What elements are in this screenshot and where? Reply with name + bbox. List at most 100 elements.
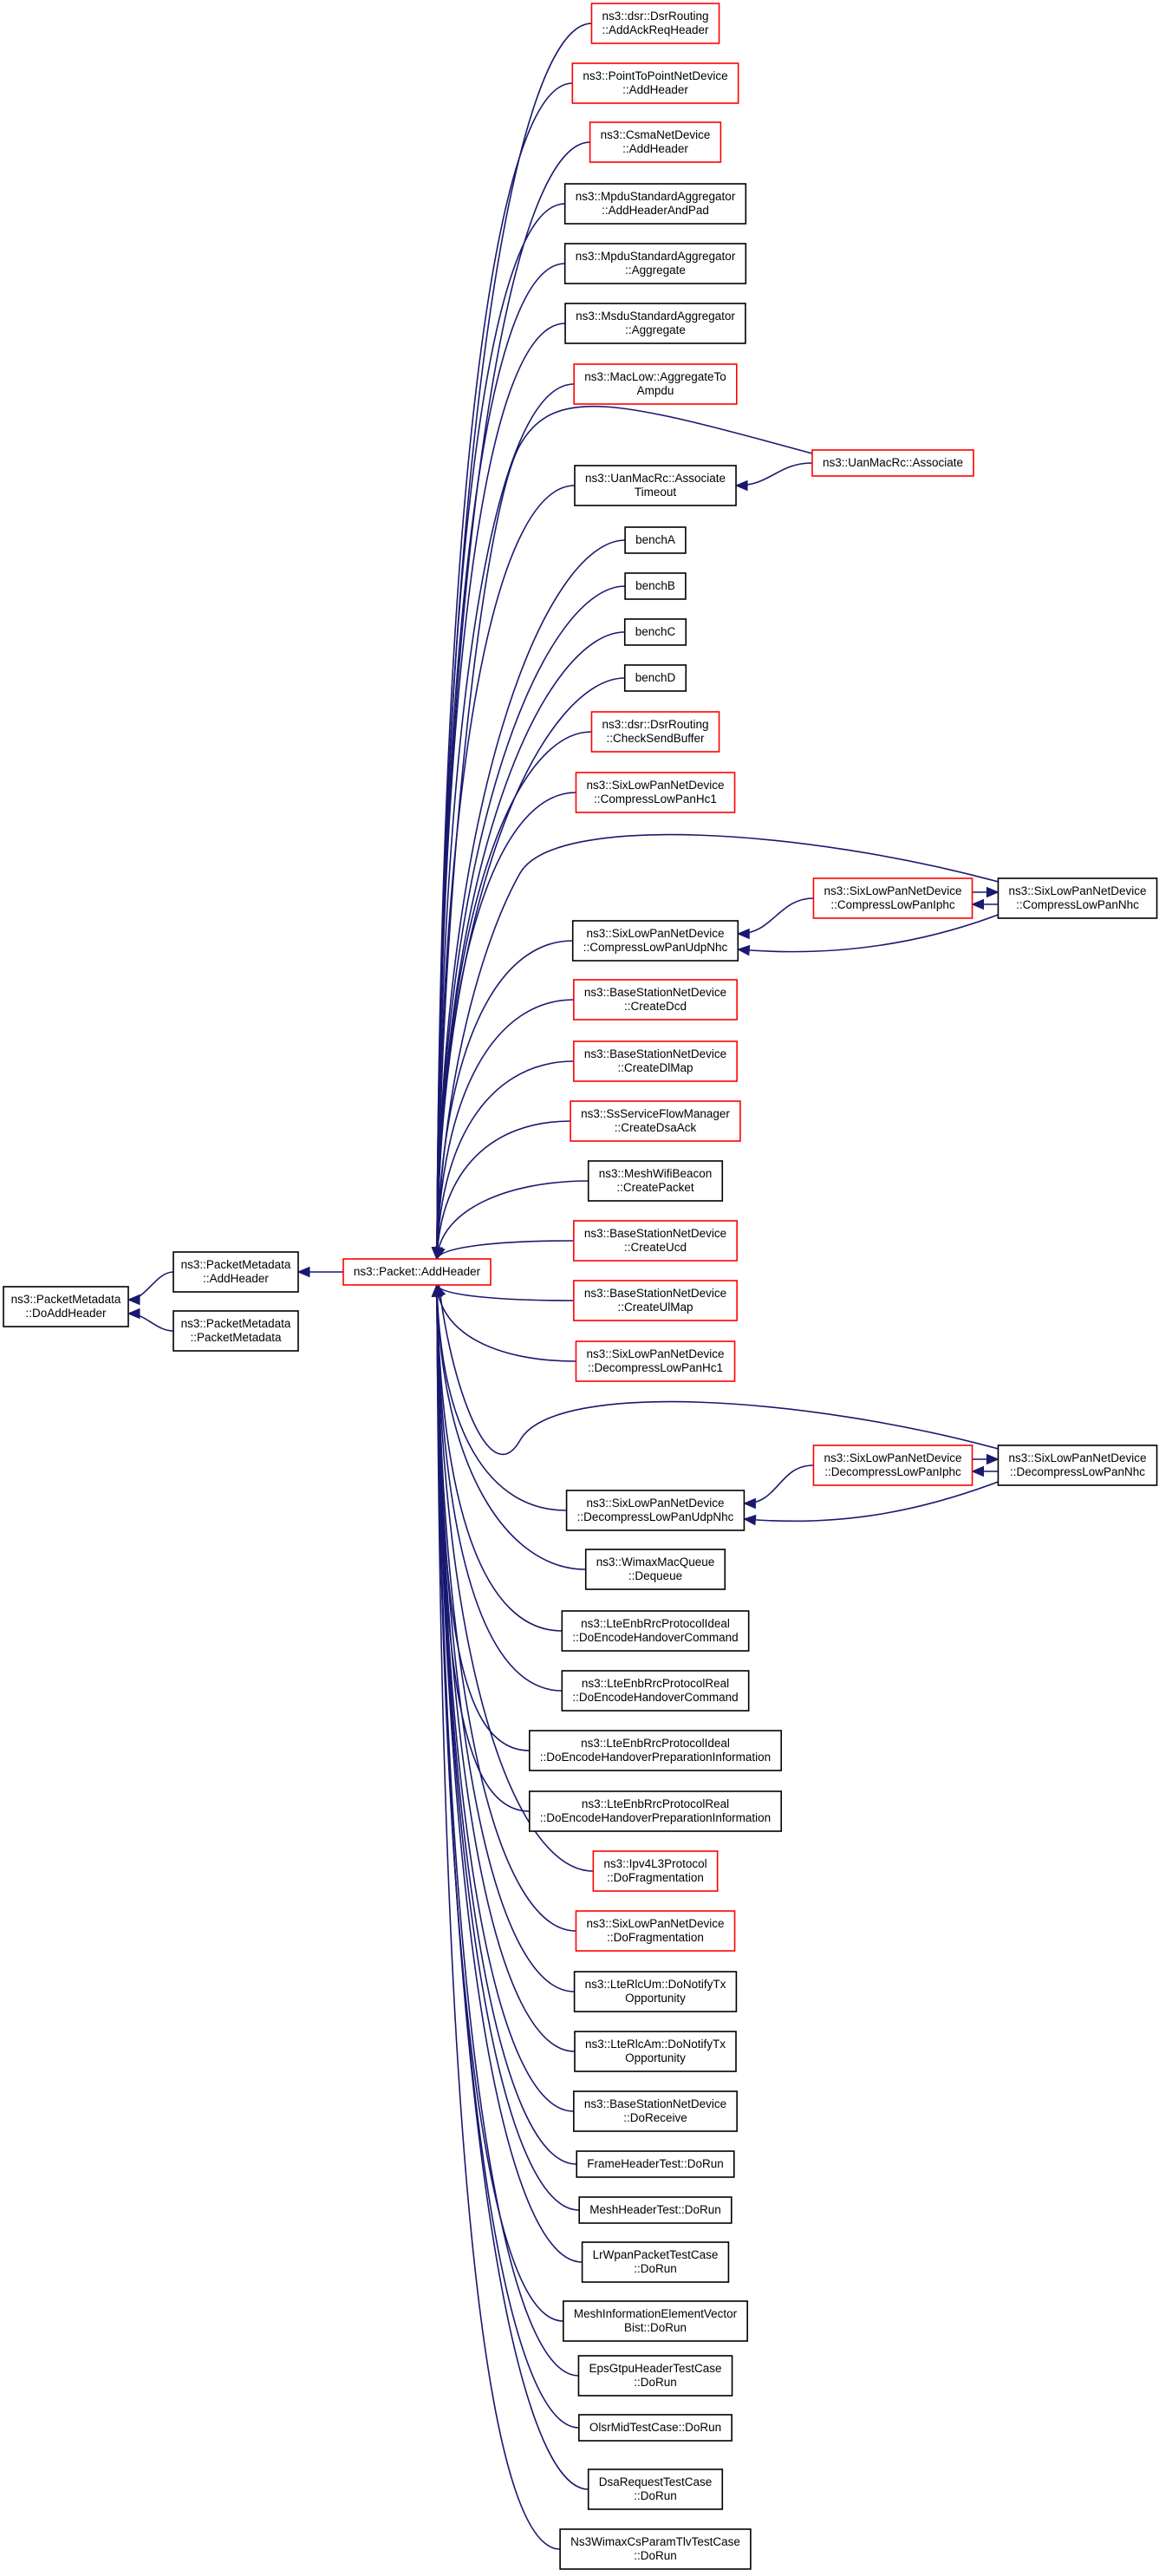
node-c35[interactable]: MeshHeaderTest::DoRun: [578, 2196, 732, 2224]
node-c10[interactable]: benchB: [624, 572, 687, 600]
node-box: [589, 121, 722, 163]
node-label-line: ns3::SsServiceFlowManager: [581, 1107, 730, 1120]
edge-c06-to-packet_addheader: [436, 323, 566, 1260]
node-c04[interactable]: ns3::MpduStandardAggregator::AddHeaderAn…: [563, 183, 747, 225]
node-c20[interactable]: ns3::BaseStationNetDevice::CreateUcd: [573, 1220, 738, 1262]
node-box: [342, 1258, 492, 1286]
node-label-line: ns3::SixLowPanNetDevice: [586, 927, 724, 940]
node-box: [812, 877, 973, 919]
node-comp_nhc[interactable]: ns3::SixLowPanNetDevice::CompressLowPanN…: [997, 877, 1158, 919]
node-c28[interactable]: ns3::LteEnbRrcProtocolReal::DoEncodeHand…: [528, 1790, 783, 1832]
node-label-line: ::DoRun: [634, 2549, 677, 2562]
node-label-line: ns3::SixLowPanNetDevice: [1008, 884, 1146, 897]
node-label-line: ::AddHeader: [622, 142, 688, 155]
node-c34[interactable]: FrameHeaderTest::DoRun: [576, 2150, 735, 2178]
node-c36[interactable]: LrWpanPacketTestCase::DoRun: [581, 2241, 730, 2283]
node-label-line: ::DoFragmentation: [607, 1871, 704, 1884]
node-c40[interactable]: DsaRequestTestCase::DoRun: [587, 2468, 724, 2510]
node-c09[interactable]: benchA: [624, 526, 687, 554]
node-c23[interactable]: ns3::SixLowPanNetDevice::DecompressLowPa…: [565, 1490, 746, 1531]
node-packet_addheader[interactable]: ns3::Packet::AddHeader: [342, 1258, 492, 1286]
node-box: [573, 2090, 738, 2132]
node-uan_associate[interactable]: ns3::UanMacRc::Associate: [811, 449, 974, 477]
node-c06[interactable]: ns3::MsduStandardAggregator::Aggregate: [564, 303, 746, 344]
node-c01[interactable]: ns3::dsr::DsrRouting::AddAckReqHeader: [590, 3, 720, 44]
node-label-line: ::CreateDsaAck: [615, 1121, 697, 1134]
node-c17[interactable]: ns3::BaseStationNetDevice::CreateDlMap: [573, 1040, 738, 1082]
node-c12[interactable]: benchD: [623, 664, 687, 692]
node-label-line: ns3::UanMacRc::Associate: [585, 472, 726, 485]
node-c11[interactable]: benchC: [623, 618, 687, 646]
node-box: [578, 2414, 732, 2442]
node-c03[interactable]: ns3::CsmaNetDevice::AddHeader: [589, 121, 722, 163]
node-label-line: benchD: [635, 671, 676, 684]
node-pm_addheader[interactable]: ns3::PacketMetadata::AddHeader: [173, 1251, 299, 1293]
node-label-line: ns3::MpduStandardAggregator: [576, 250, 736, 263]
node-c13[interactable]: ns3::dsr::DsrRouting::CheckSendBuffer: [590, 711, 720, 753]
node-c39[interactable]: OlsrMidTestCase::DoRun: [578, 2414, 732, 2442]
node-c26[interactable]: ns3::LteEnbRrcProtocolReal::DoEncodeHand…: [561, 1670, 750, 1712]
node-focus[interactable]: ns3::PacketMetadata::DoAddHeader: [3, 1286, 129, 1327]
edge-decomp_iphc-to-c23-arrowhead: [743, 1497, 756, 1510]
node-c21[interactable]: ns3::BaseStationNetDevice::CreateUlMap: [573, 1280, 738, 1321]
node-c16[interactable]: ns3::BaseStationNetDevice::CreateDcd: [573, 979, 738, 1021]
node-c25[interactable]: ns3::LteEnbRrcProtocolIdeal::DoEncodeHan…: [561, 1610, 750, 1652]
edge-c32-to-packet_addheader: [436, 1284, 575, 2052]
node-pm_ctor[interactable]: ns3::PacketMetadata::PacketMetadata: [173, 1310, 299, 1352]
node-c05[interactable]: ns3::MpduStandardAggregator::Aggregate: [563, 243, 747, 284]
node-c33[interactable]: ns3::BaseStationNetDevice::DoReceive: [573, 2090, 738, 2132]
node-label-line: ::DecompressLowPanUdpNhc: [577, 1510, 734, 1523]
node-decomp_nhc[interactable]: ns3::SixLowPanNetDevice::DecompressLowPa…: [997, 1445, 1158, 1486]
node-c15[interactable]: ns3::SixLowPanNetDevice::CompressLowPanU…: [571, 920, 739, 962]
node-label-line: ns3::SixLowPanNetDevice: [586, 1497, 724, 1510]
node-c29[interactable]: ns3::Ipv4L3Protocol::DoFragmentation: [592, 1850, 719, 1892]
node-c24[interactable]: ns3::WimaxMacQueue::Dequeue: [584, 1549, 726, 1590]
node-c30[interactable]: ns3::SixLowPanNetDevice::DoFragmentation: [575, 1910, 736, 1952]
node-label-line: ::CreatePacket: [616, 1181, 694, 1194]
edge-c21-to-packet_addheader: [436, 1284, 574, 1301]
node-c38[interactable]: EpsGtpuHeaderTestCase::DoRun: [577, 2355, 733, 2397]
node-label-line: ::DoEncodeHandoverCommand: [572, 1631, 738, 1644]
edge-pm_addheader-to-focus-arrowhead: [127, 1294, 140, 1306]
node-label-line: ns3::PointToPointNetDevice: [583, 69, 727, 82]
node-box: [574, 465, 737, 506]
edge-comp_iphc-to-comp_nhc-arrowhead: [986, 886, 999, 898]
node-decomp_iphc[interactable]: ns3::SixLowPanNetDevice::DecompressLowPa…: [812, 1445, 973, 1486]
edge-c31-to-packet_addheader: [436, 1284, 575, 1992]
node-label-line: ns3::SixLowPanNetDevice: [586, 1917, 724, 1930]
node-box: [575, 1910, 736, 1952]
node-label-line: ns3::SixLowPanNetDevice: [1008, 1451, 1146, 1464]
edge-c30-to-packet_addheader: [436, 1284, 576, 1932]
node-label-line: ns3::Ipv4L3Protocol: [603, 1857, 706, 1870]
node-label-line: Opportunity: [625, 2051, 686, 2064]
node-c02[interactable]: ns3::PointToPointNetDevice::AddHeader: [571, 62, 739, 104]
edge-c40-to-packet_addheader: [436, 1284, 589, 2490]
edge-c07-to-packet_addheader: [436, 383, 575, 1260]
node-box: [581, 2241, 730, 2283]
node-box: [528, 1730, 783, 1771]
node-box: [578, 2196, 732, 2224]
node-label-line: EpsGtpuHeaderTestCase: [589, 2362, 721, 2375]
edge-comp_nhc-to-c15: [739, 914, 999, 953]
node-label-line: Ns3WimaxCsParamTlvTestCase: [570, 2535, 740, 2548]
node-box: [173, 1310, 299, 1352]
node-label-line: MeshHeaderTest::DoRun: [589, 2203, 721, 2216]
node-box: [573, 1971, 738, 2012]
node-c41[interactable]: Ns3WimaxCsParamTlvTestCase::DoRun: [559, 2528, 752, 2570]
node-c14[interactable]: ns3::SixLowPanNetDevice::CompressLowPanH…: [575, 772, 736, 813]
node-c27[interactable]: ns3::LteEnbRrcProtocolIdeal::DoEncodeHan…: [528, 1730, 783, 1771]
edge-c14-to-packet_addheader: [436, 792, 576, 1260]
node-label-line: ::DoReceive: [623, 2111, 687, 2124]
node-comp_iphc[interactable]: ns3::SixLowPanNetDevice::CompressLowPanI…: [812, 877, 973, 919]
node-label-line: ns3::dsr::DsrRouting: [602, 718, 708, 731]
edge-c05-to-packet_addheader: [436, 263, 565, 1260]
node-box: [561, 1670, 750, 1712]
node-c22[interactable]: ns3::SixLowPanNetDevice::DecompressLowPa…: [575, 1340, 736, 1382]
node-c19[interactable]: ns3::MeshWifiBeacon::CreatePacket: [587, 1160, 724, 1202]
node-c18[interactable]: ns3::SsServiceFlowManager::CreateDsaAck: [570, 1100, 741, 1142]
